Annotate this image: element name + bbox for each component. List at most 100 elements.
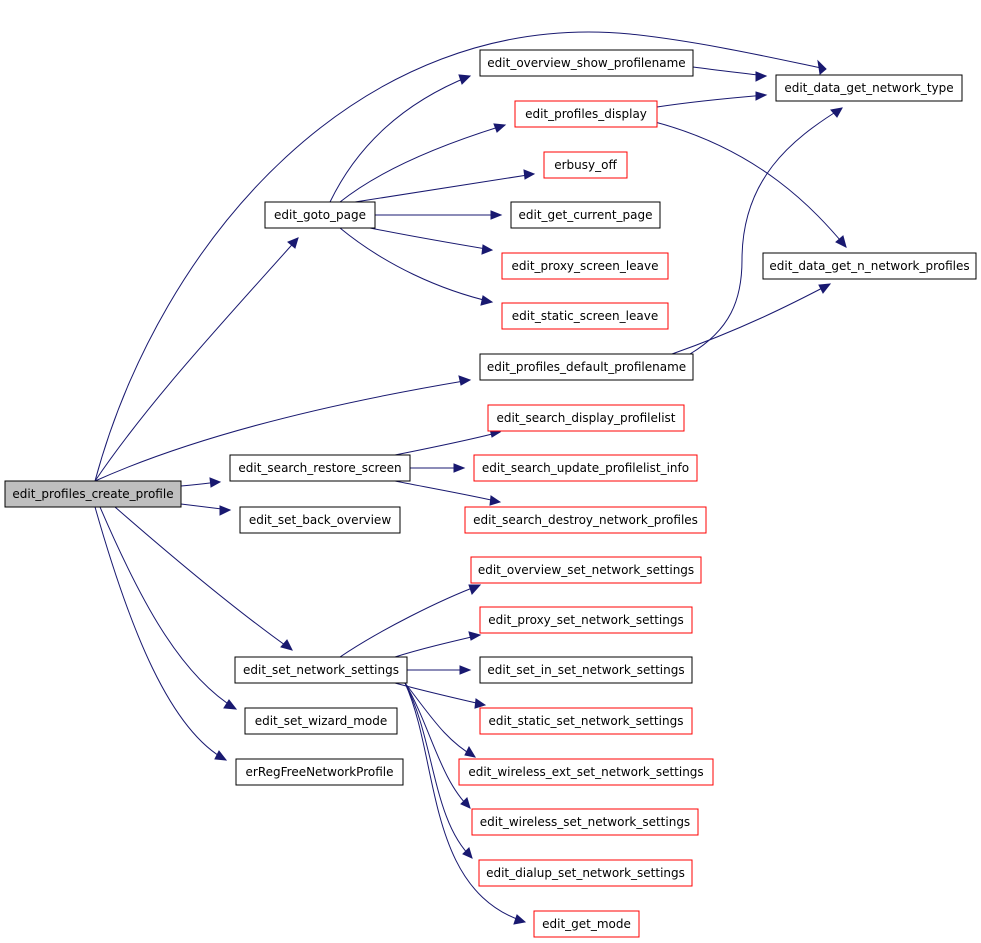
node-edit-set-network-settings[interactable]: edit_set_network_settings (234, 656, 408, 684)
node-edit-profiles-default-profilename[interactable]: edit_profiles_default_profilename (479, 353, 694, 381)
node-box[interactable] (458, 758, 714, 786)
node-label: edit_overview_set_network_settings (478, 563, 694, 577)
node-label: edit_data_get_n_network_profiles (769, 259, 969, 273)
node-box[interactable] (479, 656, 693, 684)
node-edit-set-in-set-network-settings[interactable]: edit_set_in_set_network_settings (479, 656, 693, 684)
node-edit-static-set-network-settings[interactable]: edit_static_set_network_settings (479, 707, 693, 735)
node-label: edit_search_update_profilelist_info (482, 461, 689, 475)
edge-line (369, 227, 493, 251)
node-box[interactable] (464, 506, 707, 534)
node-erregfreenetworkprofile[interactable]: erRegFreeNetworkProfile (235, 758, 404, 786)
arrowhead-icon (287, 237, 299, 249)
arrowhead-icon (523, 169, 536, 180)
edge-gp-to-psl (369, 227, 494, 255)
node-box[interactable] (235, 758, 404, 786)
edge-sns-to-dsns (404, 682, 473, 859)
node-box[interactable] (514, 100, 658, 128)
node-edit-get-current-page[interactable]: edit_get_current_page (510, 201, 661, 229)
node-box[interactable] (762, 252, 977, 280)
node-edit-wireless-ext-set-network-settings[interactable]: edit_wireless_ext_set_network_settings (458, 758, 714, 786)
edge-gp-to-ebo (354, 169, 536, 203)
edge-root-to-srs (180, 477, 222, 488)
node-edit-set-back-overview[interactable]: edit_set_back_overview (239, 506, 401, 534)
node-label: edit_goto_page (274, 208, 366, 222)
node-box[interactable] (4, 480, 182, 508)
node-box[interactable] (543, 151, 628, 179)
edge-line (689, 107, 843, 355)
node-box[interactable] (479, 49, 694, 77)
node-edit-search-update-profilelist-info[interactable]: edit_search_update_profilelist_info (473, 454, 698, 482)
node-edit-static-screen-leave[interactable]: edit_static_screen_leave (501, 302, 669, 330)
node-edit-data-get-n-network-profiles[interactable]: edit_data_get_n_network_profiles (762, 252, 977, 280)
node-label: edit_profiles_default_profilename (487, 360, 686, 374)
edge-line (339, 124, 506, 203)
node-box[interactable] (501, 302, 669, 330)
edge-sns-to-wens (404, 682, 477, 758)
node-box[interactable] (471, 808, 699, 836)
edge-line (654, 121, 847, 248)
edge-line (394, 682, 486, 706)
arrowhead-icon (755, 71, 768, 82)
node-label: edit_profiles_display (525, 107, 647, 121)
node-edit-profiles-display[interactable]: edit_profiles_display (514, 100, 658, 128)
node-label: edit_get_mode (542, 917, 631, 931)
node-label: edit_set_in_set_network_settings (487, 663, 684, 677)
node-edit-get-mode[interactable]: edit_get_mode (533, 910, 640, 938)
node-box[interactable] (487, 404, 685, 432)
edge-line (94, 31, 827, 482)
edge-line (394, 634, 481, 658)
node-label: edit_search_restore_screen (238, 461, 401, 475)
node-edit-wireless-set-network-settings[interactable]: edit_wireless_set_network_settings (471, 808, 699, 836)
node-box[interactable] (533, 910, 640, 938)
node-label: edit_overview_show_profilename (487, 56, 685, 70)
edge-line (394, 480, 501, 503)
node-edit-search-restore-screen[interactable]: edit_search_restore_screen (229, 454, 411, 482)
node-edit-search-display-profilelist[interactable]: edit_search_display_profilelist (487, 404, 685, 432)
node-edit-dialup-set-network-settings[interactable]: edit_dialup_set_network_settings (478, 859, 693, 887)
node-box[interactable] (501, 252, 669, 280)
node-erbusy-off[interactable]: erbusy_off (543, 151, 628, 179)
node-edit-data-get-network-type[interactable]: edit_data_get_network_type (775, 74, 963, 102)
edge-line (94, 237, 299, 482)
edge-line (94, 379, 471, 482)
node-edit-search-destroy-network-profiles[interactable]: edit_search_destroy_network_profiles (464, 506, 707, 534)
node-edit-overview-show-profilename[interactable]: edit_overview_show_profilename (479, 49, 694, 77)
node-box[interactable] (244, 707, 398, 735)
edge-line (404, 682, 473, 859)
node-edit-overview-set-network-settings[interactable]: edit_overview_set_network_settings (470, 556, 702, 584)
node-box[interactable] (478, 859, 693, 887)
node-box[interactable] (470, 556, 702, 584)
node-box[interactable] (510, 201, 661, 229)
call-graph-edges (94, 31, 847, 925)
node-box[interactable] (473, 454, 698, 482)
node-box[interactable] (479, 606, 693, 634)
node-edit-proxy-screen-leave[interactable]: edit_proxy_screen_leave (501, 252, 669, 280)
node-edit-profiles-create-profile[interactable]: edit_profiles_create_profile (4, 480, 182, 508)
node-label: erRegFreeNetworkProfile (246, 765, 394, 779)
arrowhead-icon (460, 797, 471, 809)
edge-gp-to-sov (329, 74, 472, 203)
node-edit-proxy-set-network-settings[interactable]: edit_proxy_set_network_settings (479, 606, 693, 634)
node-box[interactable] (775, 74, 963, 102)
arrowhead-icon (755, 91, 768, 101)
edge-srs-to-sdp (394, 428, 502, 456)
node-box[interactable] (229, 454, 411, 482)
node-box[interactable] (479, 353, 694, 381)
arrowhead-icon (481, 244, 494, 255)
edge-sns-to-gm (404, 682, 527, 925)
node-edit-set-wizard-mode[interactable]: edit_set_wizard_mode (244, 707, 398, 735)
node-edit-goto-page[interactable]: edit_goto_page (264, 201, 376, 229)
edge-line (656, 94, 767, 108)
edge-gp-to-ssl (339, 227, 494, 306)
edge-gp-to-pd (339, 123, 507, 203)
edge-sov-to-dgnt (692, 66, 768, 82)
edge-pdp-to-dgnp (671, 283, 832, 355)
node-label: edit_set_back_overview (249, 513, 391, 527)
call-graph-nodes: edit_profiles_create_profile edit_overvie… (4, 49, 977, 938)
node-box[interactable] (234, 656, 408, 684)
node-box[interactable] (479, 707, 693, 735)
node-box[interactable] (239, 506, 401, 534)
arrowhead-icon (219, 505, 232, 516)
node-box[interactable] (264, 201, 376, 229)
